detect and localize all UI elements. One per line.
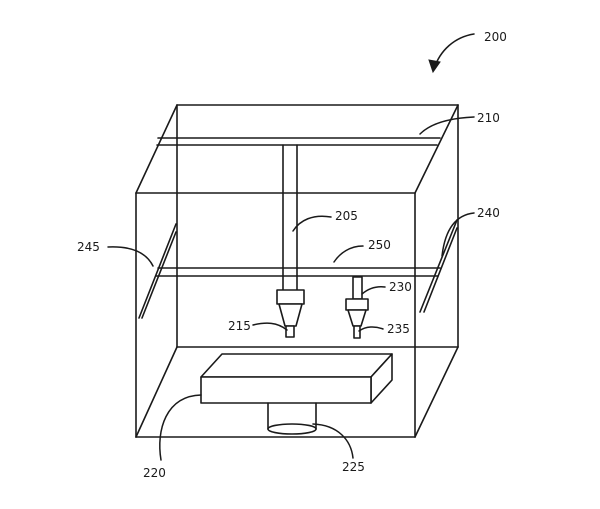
enclosure-back	[176, 104, 459, 348]
label-205: 205	[335, 209, 358, 223]
figure-arrow	[428, 33, 475, 74]
label-200: 200	[484, 30, 507, 44]
reference-numerals: 200 210 205 250 245 240 215 230 235 220 …	[77, 30, 507, 480]
right-print-head	[345, 276, 369, 339]
label-210: 210	[477, 111, 500, 125]
left-side-rail	[138, 223, 177, 319]
right-side-rail	[419, 219, 458, 313]
label-215: 215	[228, 319, 251, 333]
label-225: 225	[342, 460, 365, 474]
left-print-head	[276, 289, 305, 338]
top-rail	[156, 137, 441, 146]
label-230: 230	[389, 280, 412, 294]
platform-support	[267, 402, 317, 435]
enclosure-front	[135, 104, 459, 438]
leader-lines	[107, 116, 475, 461]
label-220: 220	[143, 466, 166, 480]
build-platform	[200, 353, 393, 404]
label-250: 250	[368, 238, 391, 252]
label-245: 245	[77, 240, 100, 254]
middle-gantry-rail	[155, 267, 441, 277]
label-240: 240	[477, 206, 500, 220]
label-235: 235	[387, 322, 410, 336]
vertical-shaft	[282, 144, 298, 291]
